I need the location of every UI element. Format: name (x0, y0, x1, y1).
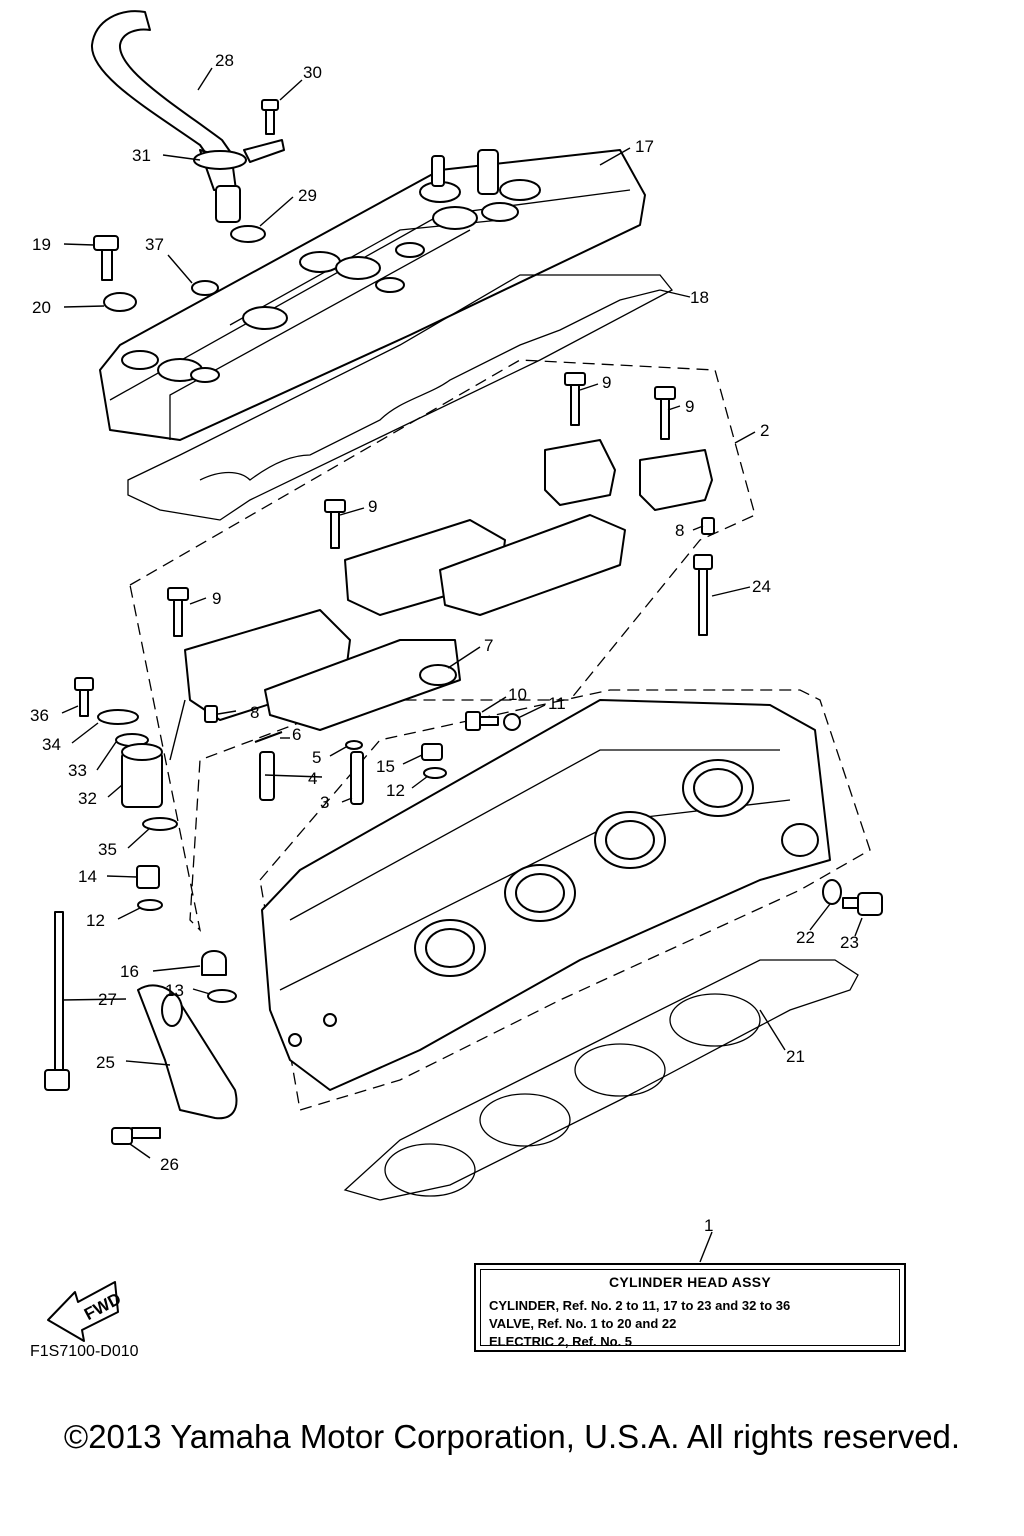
callout-19: 19 (32, 235, 51, 254)
callout-27: 27 (98, 990, 117, 1009)
washer-12b (137, 899, 163, 911)
callout-34: 34 (42, 735, 61, 754)
cylinder-head (261, 699, 831, 1091)
head-cover-gasket (127, 274, 673, 521)
callout-37: 37 (145, 235, 164, 254)
washer-13 (207, 989, 237, 1003)
callout-22: 22 (796, 928, 815, 947)
cam-cap-a (184, 609, 461, 731)
head-gasket (343, 959, 859, 1201)
callout-labels: 28 30 31 17 29 19 37 20 18 9 9 2 9 8 24 … (30, 51, 859, 1174)
bolt-19 (93, 235, 119, 281)
legend-inner-frame: CYLINDER HEAD ASSY CYLINDER, Ref. No. 2 … (480, 1269, 900, 1349)
callout-4: 4 (308, 769, 317, 788)
cam-cap-b (344, 514, 626, 616)
callout-11: 11 (548, 694, 566, 713)
cable-tie-27 (44, 911, 70, 1091)
nut-14 (136, 865, 160, 889)
callout-21: 21 (786, 1047, 805, 1066)
legend-box: CYLINDER HEAD ASSY CYLINDER, Ref. No. 2 … (474, 1263, 906, 1352)
callout-24: 24 (752, 577, 771, 596)
dowel-pin-8b (701, 517, 715, 535)
bolt-10 (465, 711, 499, 731)
plug-37 (191, 280, 219, 296)
callout-32: 32 (78, 789, 97, 808)
o-ring-35 (142, 817, 178, 831)
washer-22 (822, 879, 842, 905)
bolt-36 (74, 677, 94, 717)
callout-13: 13 (165, 981, 184, 1000)
cap-nut-16 (201, 950, 227, 976)
callout-7: 7 (484, 636, 493, 655)
callout-6: 6 (292, 725, 301, 744)
bolt-30 (261, 99, 279, 135)
bolt-26 (111, 1127, 161, 1145)
o-ring-5 (345, 740, 363, 750)
leader-lines (61, 67, 863, 1263)
washer-12a (423, 767, 447, 779)
fwd-arrow-icon: FWD (47, 1281, 124, 1342)
callout-2: 2 (760, 421, 769, 440)
o-ring-29 (230, 225, 266, 243)
callout-12-a: 12 (386, 781, 405, 800)
callout-9-b: 9 (368, 497, 377, 516)
washer-34 (97, 709, 139, 725)
callout-16: 16 (120, 962, 139, 981)
legend-line: ELECTRIC 2, Ref. No. 5 (489, 1334, 633, 1349)
callout-9-d: 9 (685, 397, 694, 416)
callout-18: 18 (690, 288, 709, 307)
valve-seal-4 (259, 751, 275, 801)
plug-7 (419, 664, 457, 686)
callout-23: 23 (840, 933, 859, 952)
callout-26: 26 (160, 1155, 179, 1174)
nut-15 (421, 743, 443, 761)
callout-28: 28 (215, 51, 234, 70)
callout-31: 31 (132, 146, 151, 165)
legend-title: CYLINDER HEAD ASSY (608, 1274, 771, 1290)
cylinder-head-outline (259, 689, 871, 1111)
head-cover (99, 149, 646, 441)
grommet-20 (103, 292, 137, 312)
head-bolt-24 (693, 554, 713, 636)
callout-29: 29 (298, 186, 317, 205)
bracket-25 (137, 984, 238, 1120)
callout-36: 36 (30, 706, 49, 725)
callout-25: 25 (96, 1053, 115, 1072)
callout-14: 14 (78, 867, 97, 886)
legend-line: CYLINDER, Ref. No. 2 to 11, 17 to 23 and… (489, 1298, 791, 1313)
bolt-9b (324, 499, 346, 549)
cam-cap-group-outline (129, 359, 756, 932)
callout-8-b: 8 (675, 521, 684, 540)
clip-6 (254, 731, 283, 743)
callout-15: 15 (376, 757, 395, 776)
thermostat-cover-32 (121, 743, 163, 808)
valve-guide-3 (350, 751, 364, 805)
callout-9-a: 9 (212, 589, 221, 608)
legend-callout-1: 1 (704, 1216, 714, 1235)
callout-17: 17 (635, 137, 654, 156)
callout-33: 33 (68, 761, 87, 780)
diagram-code: F1S7100-D010 (30, 1343, 139, 1360)
callout-9-c: 9 (602, 373, 611, 392)
bolt-9c (564, 372, 586, 426)
bolt-9a (167, 587, 189, 637)
cam-cap-c (544, 439, 713, 511)
washer-11 (503, 713, 521, 731)
legend-line: VALVE, Ref. No. 1 to 20 and 22 (489, 1316, 677, 1331)
callout-35: 35 (98, 840, 117, 859)
dowel-pin-8a (204, 705, 218, 723)
callout-30: 30 (303, 63, 322, 82)
bolt-9d (654, 386, 676, 440)
callout-20: 20 (32, 298, 51, 317)
callout-10: 10 (508, 685, 527, 704)
copyright-notice: ©2013 Yamaha Motor Corporation, U.S.A. A… (63, 1418, 961, 1455)
callout-5: 5 (312, 748, 321, 767)
callout-12-b: 12 (86, 911, 105, 930)
breather-hose (90, 10, 285, 223)
callout-3: 3 (320, 793, 329, 812)
callout-8-a: 8 (250, 703, 259, 722)
bolt-23 (842, 892, 883, 916)
